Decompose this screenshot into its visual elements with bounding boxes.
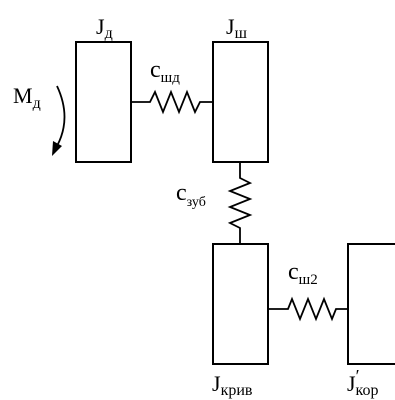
spring-shaft-motor <box>130 89 214 115</box>
torque-arrow-icon <box>52 85 66 156</box>
shaft-inertia-block <box>212 41 269 163</box>
body-inertia-label: J′кор <box>347 366 378 399</box>
spring-shaft-2 <box>267 296 349 322</box>
motor-inertia-label: Jд <box>96 14 113 42</box>
spring-gear <box>227 161 253 245</box>
spring-shaft-motor-label: cшд <box>150 57 180 86</box>
body-inertia-block <box>347 243 395 365</box>
spring-gear-label: cзуб <box>176 180 206 210</box>
spring-shaft-2-label: cш2 <box>288 259 318 288</box>
crank-inertia-label: Jкрив <box>212 371 253 399</box>
shaft-inertia-label: Jш <box>226 14 248 42</box>
torque-label: Мд <box>13 83 41 112</box>
motor-inertia-block <box>75 41 132 163</box>
crank-inertia-block <box>212 243 269 365</box>
